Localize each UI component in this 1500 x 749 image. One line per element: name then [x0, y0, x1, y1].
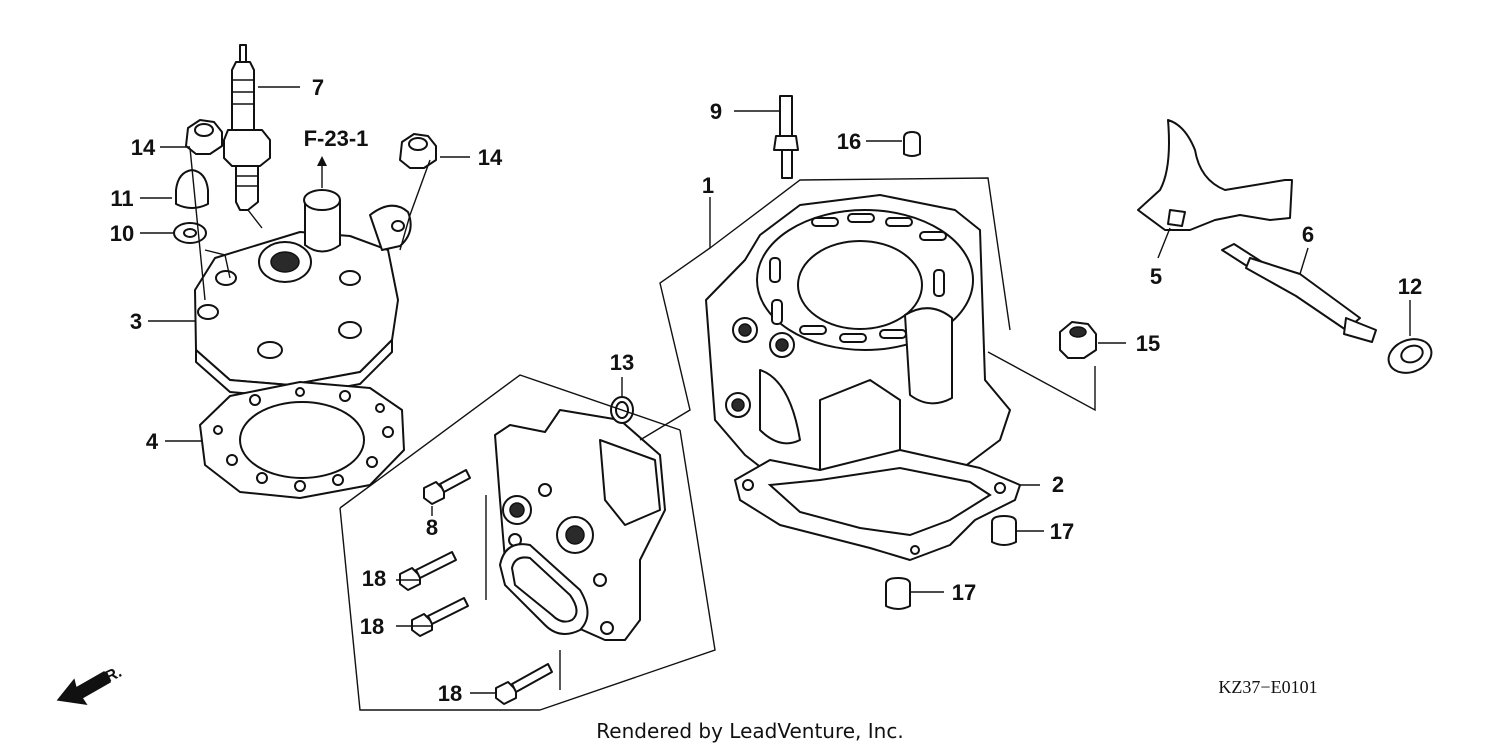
callout-18-bottom: 18	[438, 681, 462, 706]
callout-15: 15	[1136, 331, 1160, 356]
part-code: KZ37−E0101	[1218, 677, 1317, 697]
bolt-18-bottom	[495, 663, 553, 705]
dowel-pin-16	[903, 131, 921, 157]
callout-17-upper: 17	[1050, 519, 1074, 544]
base-gasket	[734, 449, 1021, 561]
callout-8: 8	[426, 515, 438, 540]
callout-6: 6	[1302, 222, 1314, 247]
callout-17-lower: 17	[952, 580, 976, 605]
oil-seal-12	[1387, 338, 1433, 374]
housing-gasket	[499, 543, 589, 635]
callout-2: 2	[1052, 472, 1064, 497]
front-label: FR.	[94, 664, 125, 690]
flange-nut-14-left	[185, 119, 223, 155]
reference-label: F-23-1	[304, 126, 369, 151]
callout-14-right: 14	[478, 145, 503, 170]
callout-18-top: 18	[362, 566, 386, 591]
washer-10	[173, 222, 207, 244]
callout-5: 5	[1150, 264, 1162, 289]
shaft-6	[1221, 243, 1377, 343]
dowel-17-lower	[885, 577, 911, 610]
callout-18-mid: 18	[360, 614, 384, 639]
stud-9	[773, 95, 799, 179]
callout-3: 3	[130, 309, 142, 334]
front-arrow-icon: FR.	[56, 664, 125, 705]
callout-10: 10	[110, 221, 134, 246]
bolt-18-top	[399, 551, 457, 591]
callout-13: 13	[610, 350, 634, 375]
callout-14-left: 14	[131, 135, 156, 160]
callout-7: 7	[312, 75, 324, 100]
nut-15	[1059, 321, 1097, 359]
credit-text: Rendered by LeadVenture, Inc.	[596, 719, 903, 743]
callout-1: 1	[702, 173, 714, 198]
spark-plug	[223, 44, 271, 211]
callout-12: 12	[1398, 274, 1422, 299]
callout-4: 4	[146, 429, 159, 454]
head-gasket	[199, 381, 405, 499]
dowel-17-upper	[991, 515, 1017, 546]
leader-lines	[140, 86, 1411, 711]
bolt-18-mid	[411, 597, 469, 637]
callout-11: 11	[110, 186, 133, 211]
callout-9: 9	[710, 99, 722, 124]
bolt-8	[423, 469, 471, 505]
callout-16: 16	[837, 129, 861, 154]
lever-5	[1137, 119, 1293, 231]
flange-nut-14-right	[399, 133, 437, 169]
cylinder-head	[194, 189, 412, 398]
callout-labels: 1 2 3 4 5 6 7 8 9 10 11 12 13 14 14 15 1…	[110, 75, 1422, 706]
cap-nut-11	[175, 169, 209, 209]
cylinder-block	[705, 194, 1011, 521]
